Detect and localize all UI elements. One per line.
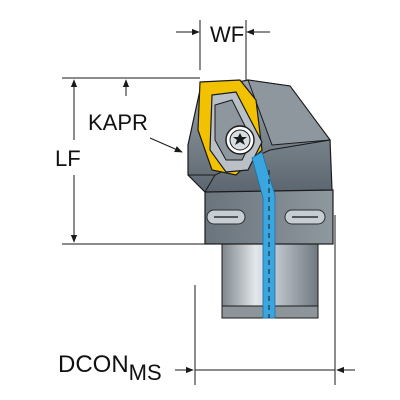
flange-slot-right: [284, 209, 326, 225]
torx-screw-icon: [225, 125, 255, 155]
dimension-kapr: [122, 79, 183, 153]
dcon-subscript: MS: [129, 360, 162, 385]
flange-slot-left: [206, 209, 246, 225]
coolant-channel: [251, 151, 276, 319]
lf-label: LF: [55, 146, 81, 171]
wf-label: WF: [210, 22, 244, 47]
extension-lines: [62, 20, 336, 385]
kapr-label: KAPR: [88, 110, 148, 135]
dcon-main: DCON: [58, 351, 129, 378]
dcon-label: DCONMS: [58, 351, 162, 385]
